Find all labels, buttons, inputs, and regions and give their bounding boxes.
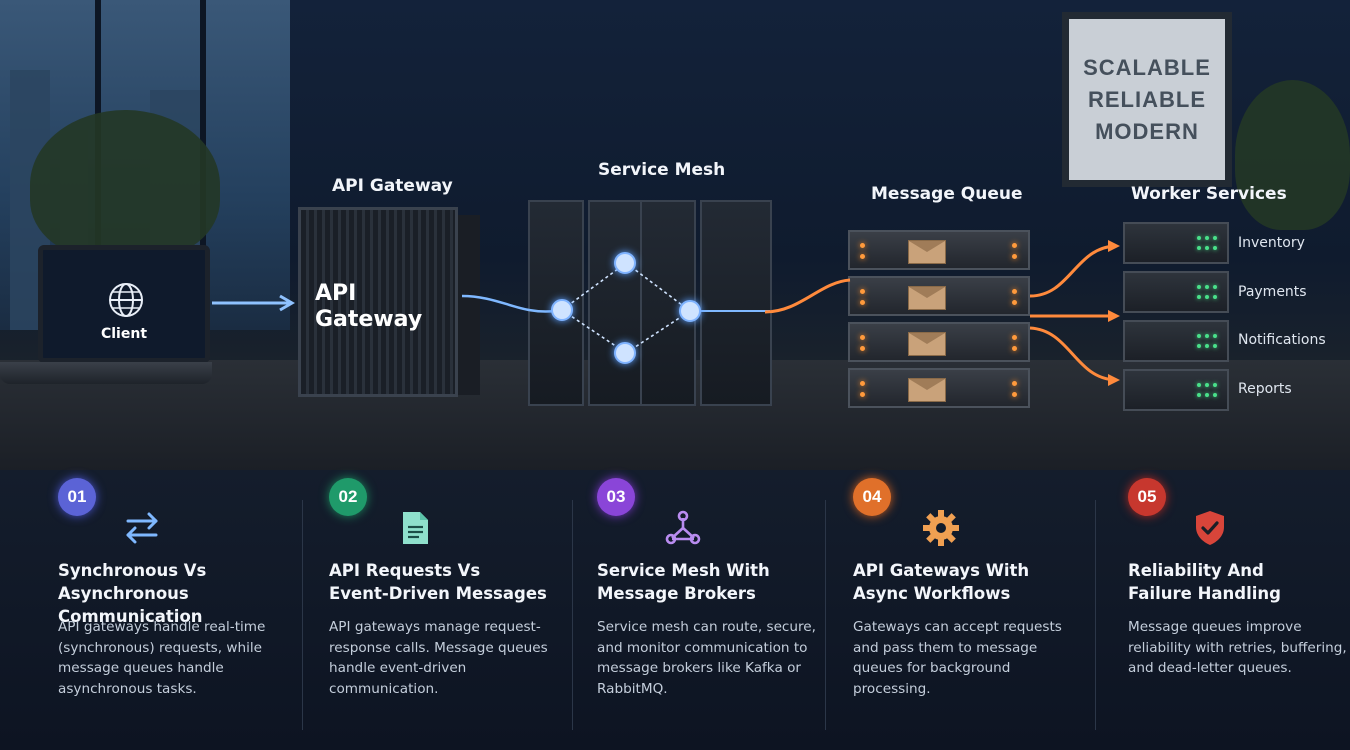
poster-line-2: RELIABLE	[1088, 86, 1206, 112]
mesh-to-queue-line	[764, 278, 851, 314]
worker-server-inventory	[1123, 222, 1229, 264]
api-gateway-box-line-2: Gateway	[315, 307, 423, 332]
mesh-rack-2	[588, 200, 644, 406]
client-label: Client	[100, 326, 148, 342]
worker-server-payments	[1123, 271, 1229, 313]
connection-flows	[212, 240, 1120, 386]
gear-icon	[923, 510, 959, 546]
envelope-icon	[908, 378, 946, 402]
step-badge: 05	[1128, 478, 1166, 516]
step-badge: 02	[329, 478, 367, 516]
card-description: API gateways handle real-time (synchrono…	[58, 619, 266, 697]
info-card-3: 03 Service Mesh With Message Brokers Ser…	[597, 478, 842, 738]
card-title-line-1: API Gateways With	[853, 561, 1030, 580]
step-badge: 04	[853, 478, 891, 516]
queue-unit-1	[848, 230, 1030, 270]
worker-server-notifications	[1123, 320, 1229, 362]
api-gateway-box-label: API Gateway	[315, 281, 422, 333]
card-description: Service mesh can route, secure, and moni…	[597, 619, 816, 697]
worker-label-reports: Reports	[1238, 381, 1292, 397]
card-title: Reliability And Failure Handling	[1128, 559, 1350, 605]
column-divider	[572, 500, 573, 730]
queue-unit-2	[848, 276, 1030, 316]
shield-check-icon	[1196, 511, 1224, 545]
worker-services-title: Worker Services	[1131, 184, 1287, 204]
gateway-to-mesh-line	[461, 294, 556, 313]
card-title-line-1: Synchronous Vs	[58, 561, 207, 580]
card-title: API Requests Vs Event-Driven Messages	[329, 559, 579, 605]
api-gateway-server	[298, 207, 458, 397]
document-icon	[403, 512, 428, 544]
card-title-line-2: Failure Handling	[1128, 584, 1281, 603]
worker-label-payments: Payments	[1238, 284, 1307, 300]
column-divider	[302, 500, 303, 730]
card-title: Synchronous Vs Asynchronous Communicatio…	[58, 559, 308, 628]
column-divider	[825, 500, 826, 730]
step-badge: 03	[597, 478, 635, 516]
network-nodes-icon	[665, 510, 701, 545]
mesh-node-top	[614, 252, 636, 274]
client-laptop-screen: Client	[38, 245, 210, 363]
globe-icon	[109, 283, 143, 317]
column-divider	[1095, 500, 1096, 730]
envelope-icon	[908, 332, 946, 356]
service-mesh-title: Service Mesh	[598, 160, 726, 180]
api-gateway-title: API Gateway	[332, 176, 453, 196]
mesh-node-right	[679, 300, 701, 322]
card-title-line-2: Async Workflows	[853, 584, 1011, 603]
card-title: API Gateways With Async Workflows	[853, 559, 1103, 605]
card-description: Gateways can accept requests and pass th…	[853, 619, 1062, 697]
envelope-icon	[908, 286, 946, 310]
info-card-1: 01 Synchronous Vs Asynchronous Communica…	[58, 478, 303, 738]
card-title-line-2: Event-Driven Messages	[329, 584, 547, 603]
message-queue-title: Message Queue	[871, 184, 1023, 204]
api-gateway-server-side	[458, 215, 480, 395]
arrows-exchange-icon	[126, 512, 158, 544]
info-card-4: 04 API Gateways With Async Workflows Gat…	[853, 478, 1098, 738]
card-title: Service Mesh With Message Brokers	[597, 559, 847, 605]
mesh-links	[561, 262, 691, 354]
api-gateway-box-line-1: API	[315, 281, 357, 306]
plant-right	[1235, 80, 1350, 230]
info-panel	[0, 470, 1350, 750]
poster-line-1: SCALABLE	[1083, 54, 1211, 80]
queue-unit-3	[848, 322, 1030, 362]
plant-left	[30, 110, 220, 260]
mesh-rack-4	[700, 200, 772, 406]
queue-unit-4	[848, 368, 1030, 408]
info-card-2: 02 API Requests Vs Event-Driven Messages…	[329, 478, 574, 738]
step-badge: 01	[58, 478, 96, 516]
queue-to-workers-lines	[1029, 244, 1116, 382]
client-laptop-base	[0, 362, 212, 384]
info-card-5: 05 Reliability And Failure Handling Mess…	[1128, 478, 1350, 738]
worker-label-notifications: Notifications	[1238, 332, 1326, 348]
card-title-line-1: API Requests Vs	[329, 561, 481, 580]
envelope-icon	[908, 240, 946, 264]
mesh-node-left	[551, 299, 573, 321]
card-title-line-1: Reliability And	[1128, 561, 1264, 580]
mesh-node-bottom	[614, 342, 636, 364]
card-title-line-2: Message Brokers	[597, 584, 756, 603]
wall-poster: SCALABLE RELIABLE MODERN	[1062, 12, 1232, 187]
architecture-scene: SCALABLE RELIABLE MODERN Client API Gate…	[0, 0, 1350, 470]
card-title-line-2: Asynchronous Communication	[58, 584, 203, 626]
card-title-line-1: Service Mesh With	[597, 561, 770, 580]
poster-line-3: MODERN	[1095, 118, 1199, 144]
card-description: Message queues improve reliability with …	[1128, 619, 1347, 676]
worker-label-inventory: Inventory	[1238, 235, 1305, 251]
worker-server-reports	[1123, 369, 1229, 411]
card-description: API gateways manage request-response cal…	[329, 619, 548, 697]
